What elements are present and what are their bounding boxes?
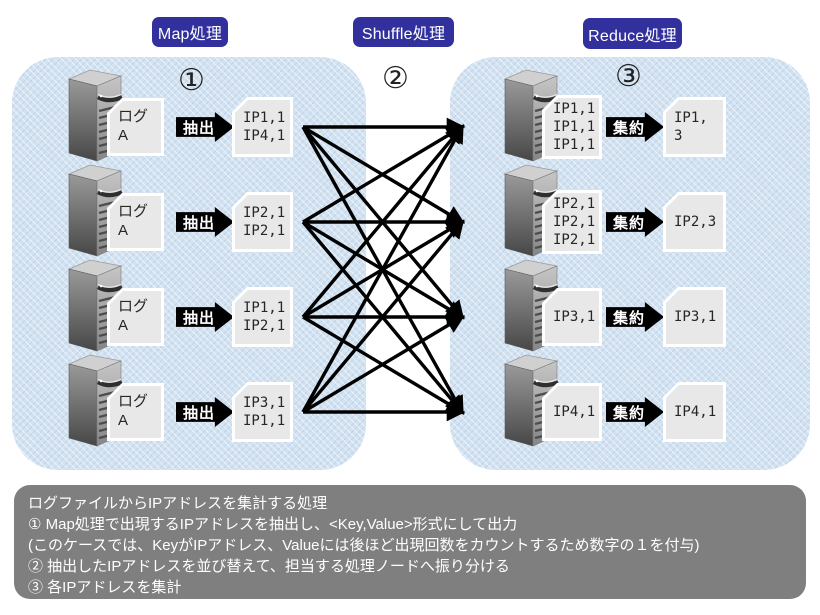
log-card: ログ A — [107, 98, 164, 156]
reduce-input-values: IP3,1 — [545, 291, 599, 343]
header-map: Map処理 — [152, 17, 228, 47]
description-line: (このケースでは、KeyがIPアドレス、Valueには後ほど出現回数をカウントす… — [28, 537, 700, 554]
reduce-output-card: IP3,1 — [663, 287, 726, 347]
log-card-label: ログ A — [110, 196, 161, 248]
reduce-input-values: IP2,1 IP2,1 IP2,1 — [545, 193, 599, 251]
log-card-label: ログ A — [110, 291, 161, 343]
map-output-values: IP2,1 IP2,1 — [235, 195, 290, 249]
reduce-output-values: IP3,1 — [666, 290, 723, 344]
map-output-card: IP1,1 IP2,1 — [232, 287, 293, 347]
aggregate-arrow-label: 集約 — [613, 119, 646, 137]
log-card-label: ログ A — [110, 386, 161, 438]
reduce-output-card: IP1, 3 — [663, 97, 726, 157]
reduce-input-card: IP4,1 — [542, 383, 602, 441]
description-box: ログファイルからIPアドレスを集計する処理 ① Map処理で出現するIPアドレス… — [14, 485, 806, 599]
reduce-input-card: IP2,1 IP2,1 IP2,1 — [542, 190, 602, 254]
log-card: ログ A — [107, 288, 164, 346]
extract-arrow-label: 抽出 — [183, 404, 216, 422]
description-line: ① Map処理で出現するIPアドレスを抽出し、<Key,Value>形式にして出… — [28, 516, 518, 533]
reduce-output-values: IP4,1 — [666, 385, 723, 439]
map-output-card: IP1,1 IP4,1 — [232, 97, 293, 157]
description-line: ② 抽出したIPアドレスを並び替えて、担当する処理ノードへ振り分ける — [28, 558, 510, 575]
aggregate-arrow-label: 集約 — [613, 404, 646, 422]
map-output-values: IP1,1 IP2,1 — [235, 290, 290, 344]
reduce-output-card: IP2,3 — [663, 192, 726, 252]
header-reduce: Reduce処理 — [583, 18, 682, 49]
header-shuffle: Shuffle処理 — [353, 17, 454, 47]
reduce-output-values: IP1, 3 — [666, 100, 723, 154]
reduce-input-values: IP4,1 — [545, 386, 599, 438]
reduce-output-values: IP2,3 — [666, 195, 723, 249]
step-1-badge: ① — [178, 64, 205, 97]
description-line: ログファイルからIPアドレスを集計する処理 — [28, 495, 328, 512]
map-output-card: IP2,1 IP2,1 — [232, 192, 293, 252]
map-output-values: IP1,1 IP4,1 — [235, 100, 290, 154]
reduce-input-values: IP1,1 IP1,1 IP1,1 — [545, 98, 599, 156]
step-2-badge: ② — [382, 62, 409, 95]
map-output-card: IP3,1 IP1,1 — [232, 382, 293, 442]
log-card: ログ A — [107, 193, 164, 251]
log-card-label: ログ A — [110, 101, 161, 153]
description-line: ③ 各IPアドレスを集計 — [28, 579, 182, 596]
reduce-input-card: IP3,1 — [542, 288, 602, 346]
extract-arrow-label: 抽出 — [183, 309, 216, 327]
reduce-output-card: IP4,1 — [663, 382, 726, 442]
extract-arrow-label: 抽出 — [183, 119, 216, 137]
reduce-input-card: IP1,1 IP1,1 IP1,1 — [542, 95, 602, 159]
aggregate-arrow-label: 集約 — [613, 309, 646, 327]
aggregate-arrow-label: 集約 — [613, 214, 646, 232]
map-output-values: IP3,1 IP1,1 — [235, 385, 290, 439]
extract-arrow-label: 抽出 — [183, 214, 216, 232]
log-card: ログ A — [107, 383, 164, 441]
step-3-badge: ③ — [615, 60, 642, 93]
